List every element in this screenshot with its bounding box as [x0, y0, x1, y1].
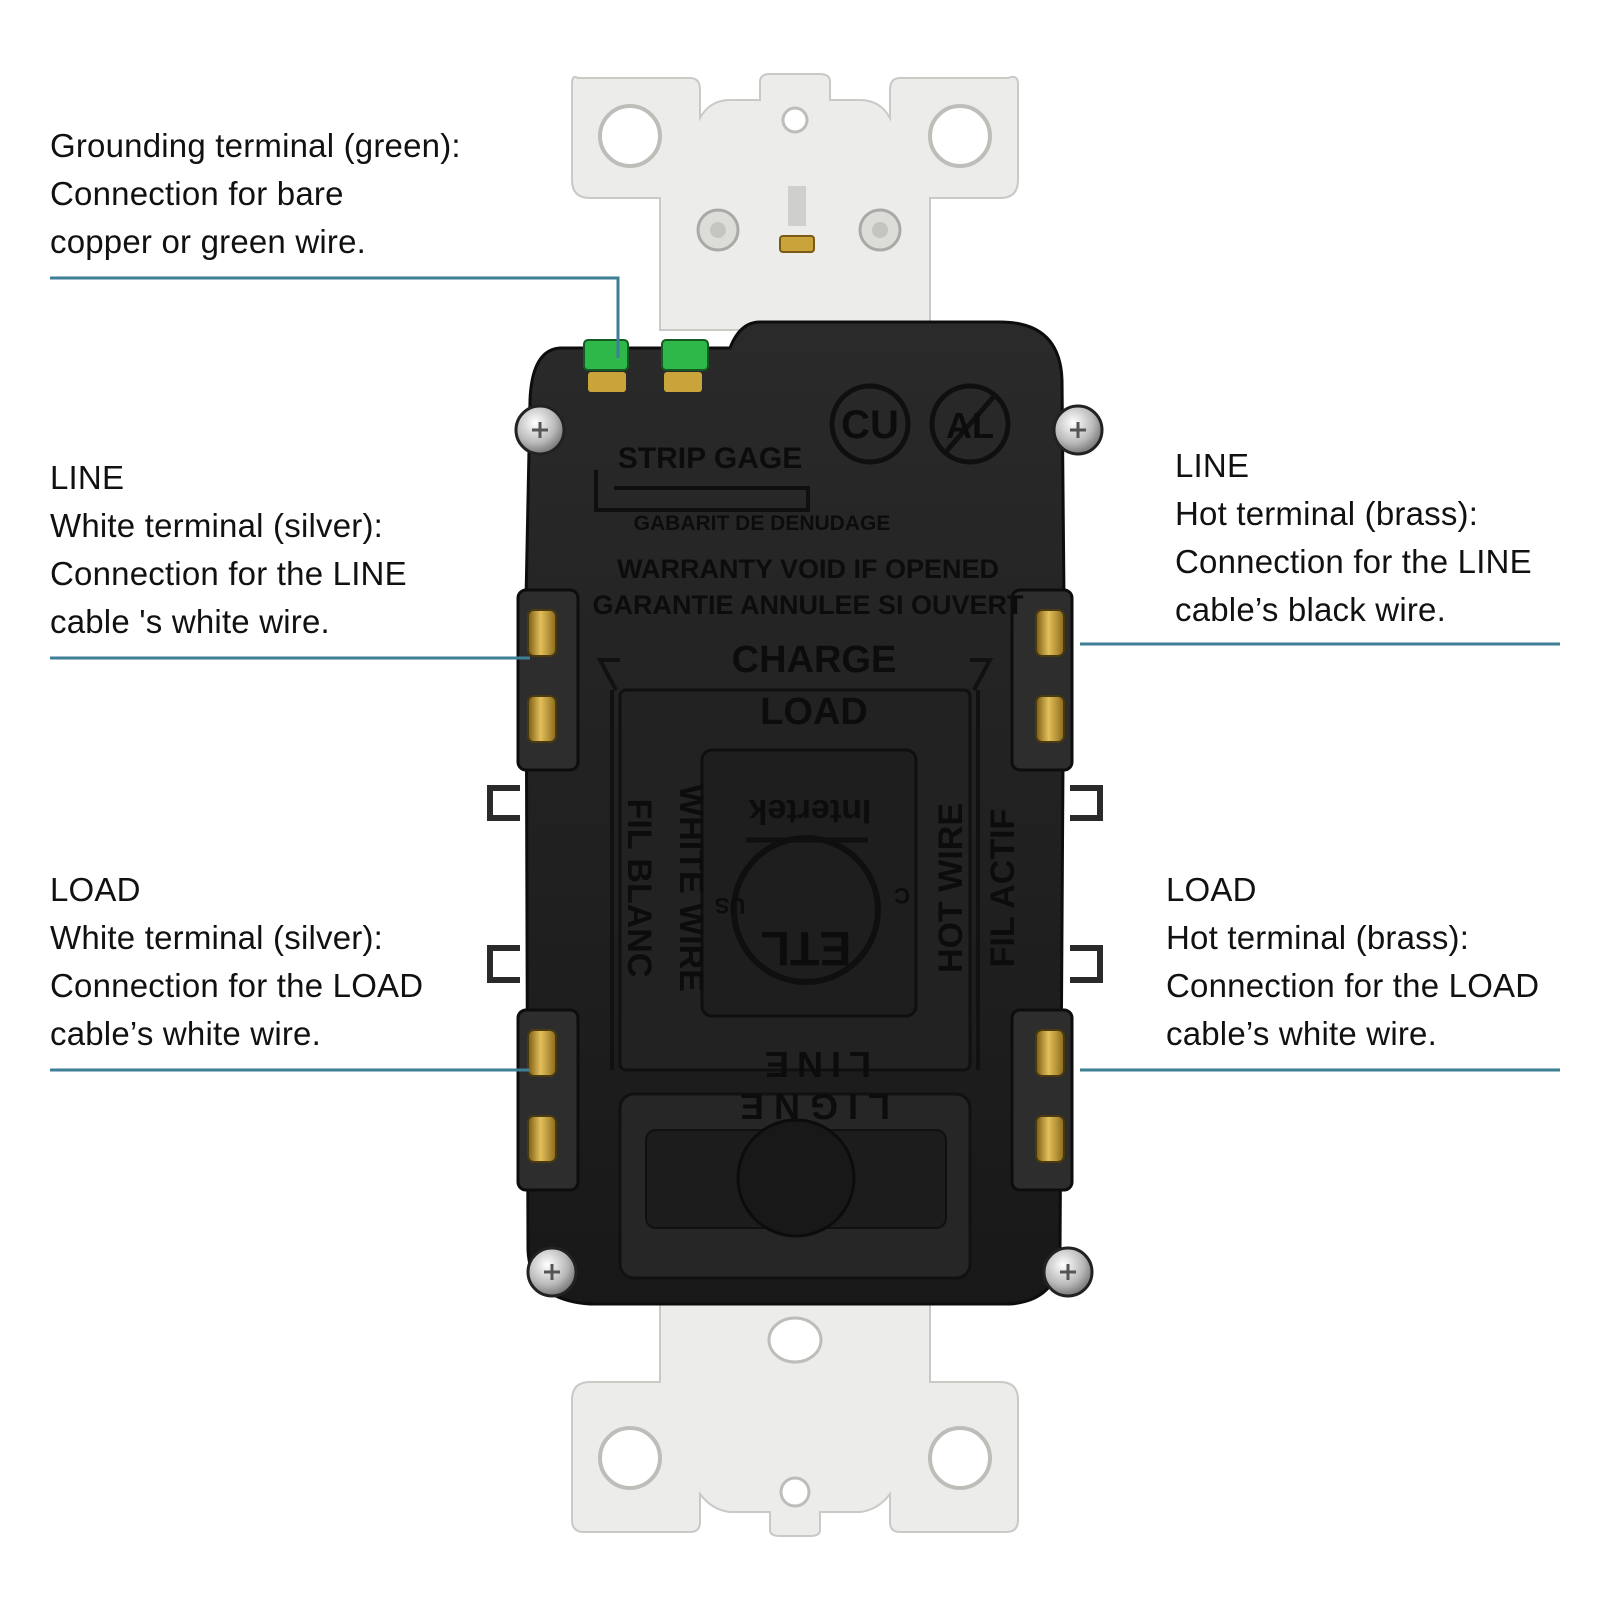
cu-mark: CU	[841, 403, 899, 447]
line-white-callout-line: LINE	[50, 459, 125, 496]
fil-actif-text: FIL ACTIF	[984, 809, 1022, 968]
line-white-callout-line: Connection for the LINE	[50, 555, 407, 592]
back-housing	[524, 320, 1066, 1306]
line-white-callout-line: White terminal (silver):	[50, 507, 384, 544]
grounding-terminal	[583, 339, 709, 392]
line-hot-callout-line: Connection for the LINE	[1175, 543, 1532, 580]
mounting-strap-bottom	[571, 1299, 1019, 1537]
load-white-callout: LOAD White terminal (silver): Connection…	[50, 866, 423, 1058]
load-white-terminal-screws	[527, 1029, 557, 1163]
hot-wire-text: HOT WIRE	[932, 803, 970, 973]
mounting-strap-top	[571, 73, 1019, 331]
grounding-callout-line: Grounding terminal (green):	[50, 127, 461, 164]
warranty-fr-text: GARANTIE ANNULEE SI OUVERT	[592, 590, 1024, 620]
load-white-callout-line: White terminal (silver):	[50, 919, 384, 956]
al-rating-mark	[929, 383, 1011, 465]
housing-screws	[514, 404, 1104, 1298]
line-white-terminal-screws	[527, 609, 557, 743]
strap-hole-bottom-right	[928, 1426, 992, 1490]
line-white-callout: LINE White terminal (silver): Connection…	[50, 454, 407, 646]
certification-badge	[700, 748, 918, 1018]
strap-hole-bottom-left	[598, 1426, 662, 1490]
load-hot-callout-line: Hot terminal (brass):	[1166, 919, 1470, 956]
load-text: LOAD	[760, 691, 868, 733]
cu-rating-mark	[829, 383, 911, 465]
intertek-text: Intertek	[749, 792, 872, 830]
ligne-text: LIGNE	[730, 1086, 890, 1127]
al-mark: AL	[946, 405, 994, 446]
line-hot-callout: LINE Hot terminal (brass): Connection fo…	[1175, 442, 1532, 634]
fil-blanc-text: FIL BLANC	[620, 799, 658, 978]
line-hot-terminal-screws	[1035, 609, 1065, 743]
load-hot-callout-line: Connection for the LOAD	[1166, 967, 1540, 1004]
load-white-callout-line: cable’s white wire.	[50, 1015, 321, 1052]
line-hot-callout-line: cable’s black wire.	[1175, 591, 1446, 628]
strap-hole-top-center	[781, 106, 809, 134]
load-hot-callout-line: cable’s white wire.	[1166, 1015, 1437, 1052]
white-wire-text: WHITE WIRE	[672, 784, 710, 992]
grounding-callout: Grounding terminal (green): Connection f…	[50, 122, 461, 266]
line-hot-callout-line: LINE	[1175, 447, 1250, 484]
line-text: LINE	[757, 1044, 871, 1085]
warranty-en-text: WARRANTY VOID IF OPENED	[617, 554, 999, 584]
load-hot-callout-line: LOAD	[1166, 871, 1257, 908]
us-text: US	[715, 893, 746, 918]
load-white-callout-line: LOAD	[50, 871, 141, 908]
etl-text: ETL	[761, 921, 852, 974]
line-white-callout-line: cable 's white wire.	[50, 603, 330, 640]
grounding-callout-line: copper or green wire.	[50, 223, 367, 260]
grounding-leader-line	[50, 276, 620, 358]
load-hot-callout: LOAD Hot terminal (brass): Connection fo…	[1166, 866, 1539, 1058]
leader-lines	[50, 276, 1560, 1072]
grounding-callout-line: Connection for bare	[50, 175, 344, 212]
line-hot-callout-line: Hot terminal (brass):	[1175, 495, 1479, 532]
gabarit-text: GABARIT DE DENUDAGE	[634, 512, 891, 535]
load-white-callout-line: Connection for the LOAD	[50, 967, 424, 1004]
side-tabs	[487, 785, 1103, 983]
strap-hole-top-right	[928, 104, 992, 168]
strip-gage-text: STRIP GAGE	[618, 442, 802, 475]
load-hot-terminal-screws	[1035, 1029, 1065, 1163]
strap-hole-top-left	[598, 104, 662, 168]
c-text: C	[894, 883, 910, 908]
charge-text: CHARGE	[732, 639, 897, 681]
